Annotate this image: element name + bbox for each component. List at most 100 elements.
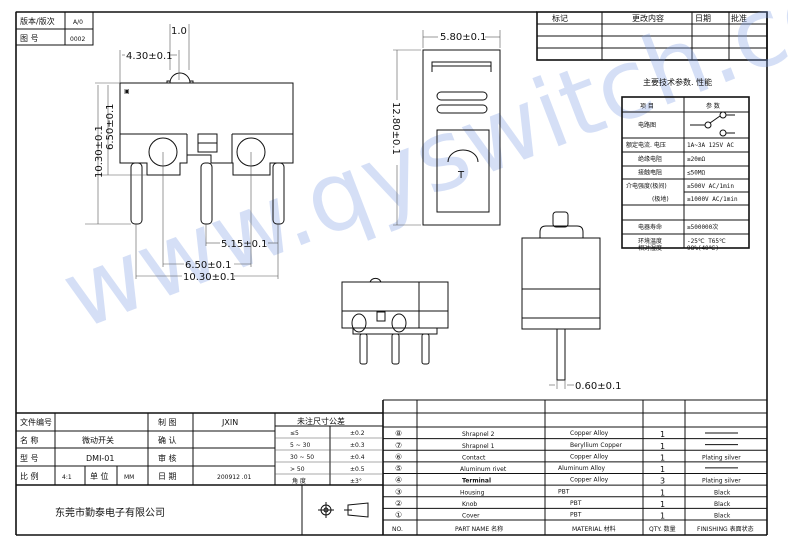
part-qty: 1	[660, 430, 665, 439]
dim-pin-pitch-total: 10.30±0.1	[183, 272, 236, 283]
title-block: 文件编号 名 称 微动开关 型 号 DMI-01 比 例 4:1 单 位 MM …	[16, 400, 384, 535]
revision-table: 标记 更改内容 日期 批准	[536, 11, 768, 61]
spec-row-label: 额定电流. 电压	[626, 141, 666, 149]
model-value: DMI-01	[86, 454, 115, 463]
unit-label: 单 位	[90, 471, 109, 481]
revision-header-mark: 标记	[552, 13, 568, 23]
tolerance-value: ±0.3	[350, 442, 365, 449]
part-material: PBT	[558, 488, 570, 495]
model-label: 型 号	[20, 454, 39, 463]
name-value: 微动开关	[82, 435, 114, 445]
drawing-no-label: 图 号	[20, 34, 39, 43]
dim-top-length: 12.80±0.1	[390, 102, 401, 155]
part-number: ⑤	[395, 464, 402, 473]
part-qty: 3	[660, 477, 665, 486]
part-number: ⑧	[395, 429, 402, 438]
tolerance-value: ±0.2	[350, 430, 365, 437]
parts-header-material: MATERIAL 材料	[572, 525, 616, 533]
part-finishing: Black	[714, 501, 731, 508]
spec-row-label: 环境温度	[638, 237, 662, 245]
part-material: PBT	[570, 512, 582, 519]
parts-header-name: PART NAME 名称	[455, 525, 503, 533]
dim-actuator-width: 1.0	[171, 26, 187, 37]
spec-row-label: 接触电阻	[638, 169, 662, 177]
dim-total-height: 10.30±0.1	[94, 125, 105, 178]
dim-pin-pitch-small: 5.15±0.1	[221, 239, 268, 250]
part-number: ⑥	[395, 452, 402, 461]
tolerance-value: ±0.4	[350, 454, 365, 461]
file-no-label: 文件编号	[20, 417, 52, 427]
projection-symbol-icon	[318, 502, 369, 518]
part-material: Copper Alloy	[570, 430, 609, 437]
part-number: ③	[395, 487, 402, 496]
spec-row-label: 电路图	[638, 121, 656, 129]
name-label: 名 称	[20, 435, 39, 445]
tolerance-range: 角 度	[292, 477, 306, 485]
top-symbol: T	[457, 170, 465, 181]
confirm-label: 确 认	[158, 435, 177, 445]
marking-glyph: ▣	[124, 88, 130, 95]
dim-pin-thickness: 0.60±0.1	[575, 381, 622, 392]
part-name: Shrapnel 2	[462, 431, 495, 438]
part-number: ⑦	[395, 441, 402, 450]
spec-title: 主要技术参数. 性能	[643, 77, 712, 87]
part-finishing: Black	[714, 489, 731, 496]
unit-value: MM	[124, 474, 134, 481]
part-finishing: Black	[714, 513, 731, 520]
tolerance-range: 5 ~ 30	[290, 442, 310, 449]
review-label: 审 核	[158, 453, 177, 463]
part-qty: 1	[660, 500, 665, 509]
company-name: 东莞市勤泰电子有限公司	[55, 506, 165, 519]
part-finishing: Plating silver	[702, 454, 741, 461]
revision-header-date: 日期	[695, 14, 711, 23]
revision-header-content: 更改内容	[632, 13, 664, 23]
part-number: ①	[395, 511, 402, 520]
part-name: Aluminum rivet	[460, 466, 507, 473]
tolerance-title: 未注尺寸公差	[297, 416, 345, 426]
spec-row-value: ≥1000V AC/1min	[687, 196, 738, 203]
version-label: 版本/版次	[20, 16, 55, 26]
spec-row-value: 98%(40℃)	[687, 245, 719, 252]
date-value: 200912 .01	[217, 474, 252, 481]
part-qty: 1	[660, 453, 665, 462]
side-view-drawing	[341, 277, 449, 365]
spec-row-label: 介电强度(极间)	[626, 182, 667, 190]
spec-row-value: ≥20mΩ	[687, 156, 705, 163]
spec-row-value: ≥500000次	[687, 223, 718, 231]
dim-body-height: 6.50±0.1	[105, 103, 116, 150]
scale-value: 4:1	[62, 474, 72, 481]
part-material: Copper Alloy	[570, 453, 609, 460]
spec-row-label: 相对湿度	[638, 244, 662, 252]
spec-header-item: 项 目	[640, 103, 654, 110]
part-material: Aluminum Alloy	[558, 465, 606, 472]
part-finishing: Plating silver	[702, 478, 741, 485]
spec-header-value: 参 数	[706, 102, 720, 110]
part-material: Beryllium Copper	[570, 442, 623, 449]
spec-row-value: -25℃ T65℃	[687, 238, 726, 245]
part-number: ②	[395, 499, 402, 508]
spec-row-label: 电器寿命	[638, 223, 662, 231]
parts-header-no: NO.	[392, 526, 403, 533]
dim-top-width: 5.80±0.1	[440, 32, 487, 43]
part-qty: 1	[660, 465, 665, 474]
spec-row-value: ≥500V AC/1min	[687, 183, 734, 190]
tolerance-range: ≤5	[290, 430, 299, 437]
date-label: 日 期	[158, 472, 177, 481]
part-number: ④	[395, 476, 402, 485]
spec-row-label: 绝缘电阻	[638, 155, 662, 163]
spec-row-value: ≤50MΩ	[687, 170, 705, 177]
spec-row-label: (极地)	[652, 195, 669, 203]
top-view-drawing: T 5.80±0.1 12.80±0.1	[390, 30, 501, 226]
scale-label: 比 例	[20, 471, 39, 481]
drawing-no-value: 0002	[70, 36, 85, 43]
part-name: Housing	[460, 489, 485, 496]
part-name: Contact	[462, 454, 486, 461]
end-view-drawing: 0.60±0.1	[521, 211, 622, 392]
part-name: Knob	[462, 501, 477, 508]
front-view-drawing: ▣ 1.0 4.30±0.1 10.30±0.1 6.50±0.1 5.15±0…	[85, 24, 294, 283]
part-qty: 1	[660, 512, 665, 521]
drawn-label: 制 图	[158, 417, 177, 427]
dim-actuator-offset: 4.30±0.1	[126, 51, 173, 62]
